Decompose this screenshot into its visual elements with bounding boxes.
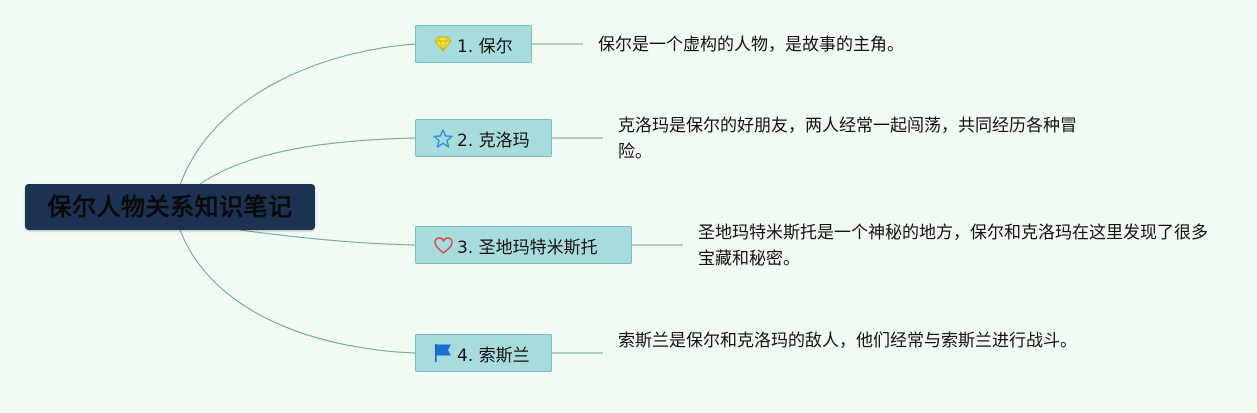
branch-description-1: 保尔是一个虚构的人物，是故事的主角。 (598, 35, 904, 55)
heart-icon (433, 235, 453, 255)
connector-root-branch-4 (179, 229, 416, 354)
branch-label-1: 1. 保尔 (457, 36, 513, 57)
connector-root-branch-1 (179, 43, 416, 186)
root-topic-title: 保尔人物关系知识笔记 (47, 193, 293, 221)
branch-label-4: 4. 索斯兰 (457, 345, 530, 366)
flag-icon (433, 343, 453, 363)
star-icon (433, 128, 453, 148)
connector-root-branch-2 (199, 137, 416, 185)
branch-description-4: 索斯兰是保尔和克洛玛的敌人，他们经常与索斯兰进行战斗。 (618, 331, 1077, 351)
branch-node-2[interactable]: 2. 克洛玛 (415, 119, 552, 157)
branch-node-3[interactable]: 3. 圣地玛特米斯托 (415, 226, 632, 264)
branch-label-2: 2. 克洛玛 (457, 130, 530, 151)
branch-node-4[interactable]: 4. 索斯兰 (415, 334, 552, 372)
root-topic[interactable]: 保尔人物关系知识笔记 (25, 184, 315, 230)
branch-description-2: 克洛玛是保尔的好朋友，两人经常一起闯荡，共同经历各种冒险。 (618, 116, 1077, 162)
connector-root-branch-3 (239, 229, 416, 246)
branch-description-3: 圣地玛特米斯托是一个神秘的地方，保尔和克洛玛在这里发现了很多宝藏和秘密。 (698, 223, 1208, 269)
branch-label-3: 3. 圣地玛特米斯托 (457, 237, 598, 258)
branch-node-1[interactable]: 1. 保尔 (415, 25, 532, 63)
gem-icon (433, 34, 453, 54)
